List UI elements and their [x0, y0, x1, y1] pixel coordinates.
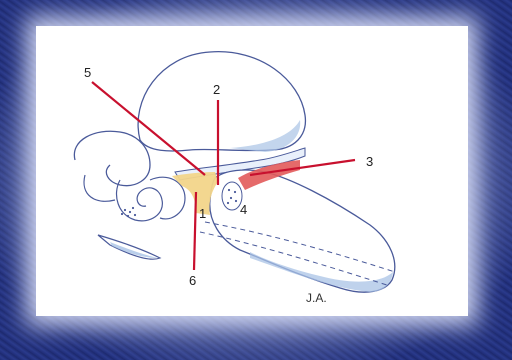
left-curled-structure	[74, 131, 150, 185]
left-lobe-outline	[84, 175, 115, 201]
label-2: 2	[213, 82, 220, 97]
lower-hook	[98, 235, 160, 259]
label-3: 3	[366, 154, 373, 169]
leader-line-6	[194, 192, 196, 270]
label-1: 1	[199, 206, 206, 221]
dotted-oval-4	[222, 182, 242, 210]
label-4: 4	[240, 202, 247, 217]
label-5: 5	[84, 65, 91, 80]
label-6: 6	[189, 273, 196, 288]
upper-bone-outline	[138, 52, 305, 151]
artist-signature: J.A.	[306, 291, 327, 305]
